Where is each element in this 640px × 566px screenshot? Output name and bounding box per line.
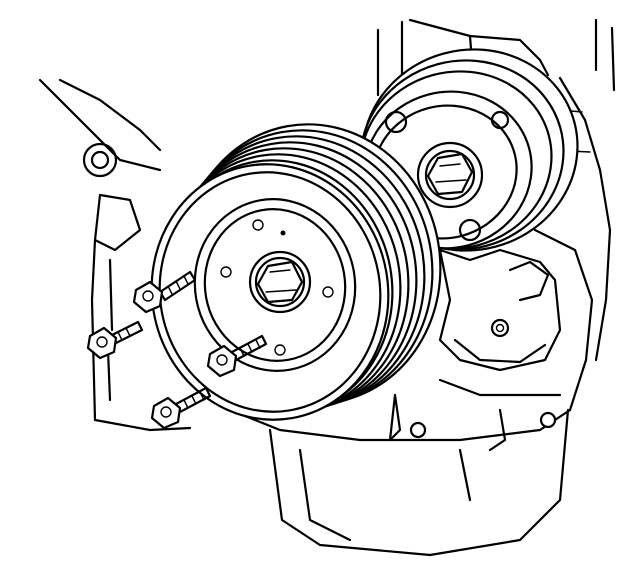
bracket	[438, 248, 562, 397]
center-bolt	[256, 260, 304, 304]
engine-block	[38, 18, 616, 432]
pulley-bolt-4	[150, 386, 212, 430]
pulley-bolt-1	[132, 270, 197, 314]
idler-center-bolt	[426, 152, 474, 196]
oil-pan	[228, 393, 572, 557]
pulley-bolt-3	[206, 334, 268, 378]
pulley-bolt-2	[86, 320, 144, 360]
